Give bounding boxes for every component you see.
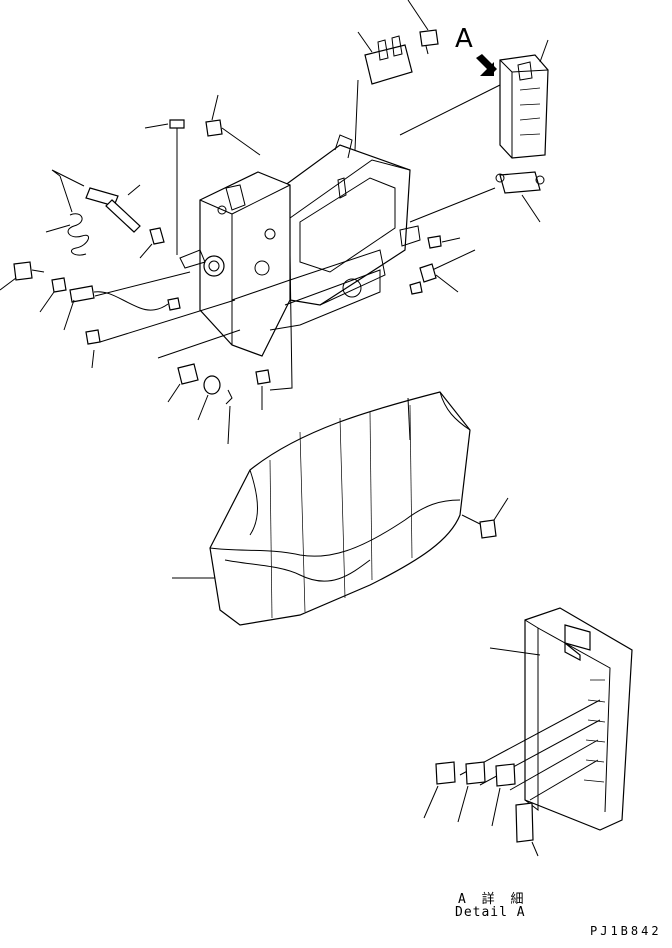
detail-caption-japanese: A 詳 細 — [458, 892, 528, 907]
cable-tie — [409, 235, 476, 295]
lower-cover — [172, 391, 509, 626]
switch-harness — [0, 261, 236, 369]
coil-spring — [45, 169, 90, 256]
drawing-number: PJ1B842 — [590, 924, 662, 938]
clip-top — [205, 94, 261, 156]
small-bolt — [144, 119, 185, 255]
bushing — [139, 227, 165, 259]
hinge-bracket — [409, 171, 545, 223]
switch-panel — [399, 39, 549, 159]
view-marker-letter: A — [455, 24, 473, 54]
detail-caption-english: Detail A — [455, 905, 526, 920]
lever-shaft — [85, 184, 141, 233]
detail-a-panel — [423, 607, 633, 857]
view-direction-arrow-icon — [476, 54, 497, 76]
collar-washer-pin — [157, 254, 293, 445]
bracket-frame — [179, 134, 421, 357]
top-clamp-bracket — [354, 0, 439, 151]
